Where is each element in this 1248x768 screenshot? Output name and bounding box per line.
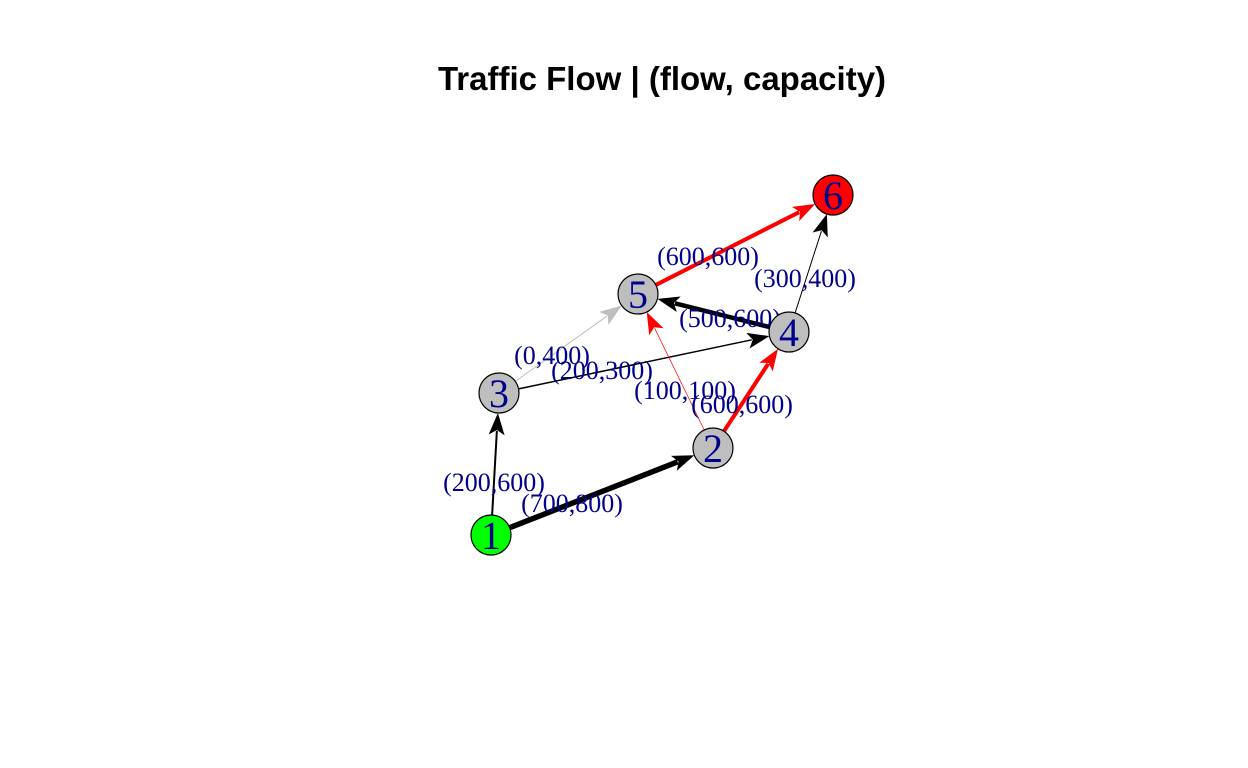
arrowhead-4-6 <box>812 214 828 238</box>
edge-4-5 <box>674 301 771 330</box>
arrowhead-1-2 <box>670 455 695 471</box>
arrowhead-2-5 <box>646 311 664 336</box>
node-label-3: 3 <box>489 371 509 416</box>
node-label-5: 5 <box>628 272 648 317</box>
edge-label-1-2: (700,800) <box>521 489 623 518</box>
node-label-2: 2 <box>703 426 723 471</box>
edge-label-3-5: (0,400) <box>514 341 590 370</box>
edge-3-4 <box>518 339 752 390</box>
arrowhead-2-4 <box>759 348 779 372</box>
chart-title: Traffic Flow | (flow, capacity) <box>437 60 887 97</box>
edge-3-5 <box>515 315 608 382</box>
edge-label-3-4: (200,300) <box>551 356 653 385</box>
edge-5-6 <box>654 210 801 287</box>
edge-2-4 <box>722 362 770 433</box>
node-5 <box>617 273 659 315</box>
arrowhead-3-5 <box>599 305 622 325</box>
edge-label-1-3: (200,600) <box>443 468 545 497</box>
arrowhead-4-5 <box>657 296 681 313</box>
edge-4-6 <box>794 231 822 314</box>
node-3 <box>478 372 520 414</box>
edge-label-4-6: (300,400) <box>754 264 856 293</box>
node-1 <box>470 514 512 556</box>
node-label-4: 4 <box>779 310 799 355</box>
edge-2-5 <box>654 328 705 431</box>
edge-1-2 <box>508 459 679 531</box>
arrowhead-3-4 <box>746 332 770 349</box>
edge-label-4-5: (500,600) <box>679 304 781 333</box>
node-6 <box>812 174 854 216</box>
edge-label-2-4: (600,600) <box>691 390 793 419</box>
node-4 <box>768 311 810 353</box>
arrowhead-5-6 <box>791 204 816 222</box>
node-2 <box>692 427 734 469</box>
edge-label-2-5: (100,100) <box>634 376 736 405</box>
edge-1-3 <box>491 430 498 516</box>
edge-label-5-6: (600,600) <box>657 242 759 271</box>
node-label-6: 6 <box>823 173 843 218</box>
arrowhead-1-3 <box>488 412 505 436</box>
node-label-1: 1 <box>481 513 501 558</box>
